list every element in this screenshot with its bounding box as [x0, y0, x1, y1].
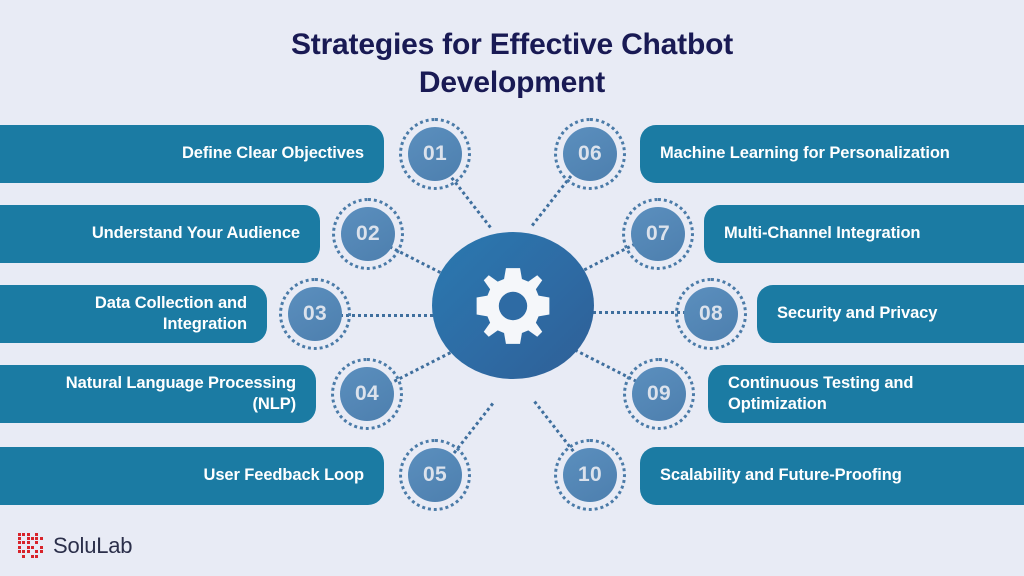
connector-line-03: [315, 314, 440, 317]
list-item: User Feedback Loop: [0, 447, 392, 505]
gear-icon: [470, 263, 556, 349]
list-item: Data Collection and Integration: [0, 285, 275, 343]
left-bar-5-label: User Feedback Loop: [203, 466, 365, 485]
badge-08[interactable]: 08: [684, 287, 738, 341]
right-bar-10[interactable]: Scalability and Future-Proofing: [640, 447, 1024, 505]
right-bar-10-label: Scalability and Future-Proofing: [660, 466, 902, 485]
left-bar-3[interactable]: Data Collection and Integration: [0, 285, 267, 343]
badge-ring-02: [332, 198, 404, 270]
list-item: Continuous Testing and Optimization: [700, 365, 1024, 423]
badge-ring-03: [279, 278, 351, 350]
center-hub: [432, 232, 594, 379]
badge-ring-06: [554, 118, 626, 190]
badge-ring-08: [675, 278, 747, 350]
list-item: Scalability and Future-Proofing: [632, 447, 1024, 505]
list-item: Define Clear Objectives: [0, 125, 392, 183]
badge-ring-07: [622, 198, 694, 270]
badge-03[interactable]: 03: [288, 287, 342, 341]
badge-ring-09: [623, 358, 695, 430]
list-item: Machine Learning for Personalization: [632, 125, 1024, 183]
list-item: Multi-Channel Integration: [696, 205, 1024, 263]
left-bar-5[interactable]: User Feedback Loop: [0, 447, 384, 505]
left-bar-2-label: Understand Your Audience: [91, 224, 300, 243]
list-item: Understand Your Audience: [0, 205, 328, 263]
right-bar-9-label: Continuous Testing and Optimization: [728, 373, 914, 413]
badge-04[interactable]: 04: [340, 367, 394, 421]
right-bar-6[interactable]: Machine Learning for Personalization: [640, 125, 1024, 183]
badge-ring-10: [554, 439, 626, 511]
right-bar-7[interactable]: Multi-Channel Integration: [704, 205, 1024, 263]
right-bar-9[interactable]: Continuous Testing and Optimization: [708, 365, 1024, 423]
list-item: Natural Language Processing (NLP): [0, 365, 324, 423]
left-bar-2[interactable]: Understand Your Audience: [0, 205, 320, 263]
right-bar-8-label: Security and Privacy: [777, 304, 938, 323]
badge-07[interactable]: 07: [631, 207, 685, 261]
solulab-logo-mark-icon: [17, 532, 44, 559]
left-bar-1[interactable]: Define Clear Objectives: [0, 125, 384, 183]
left-bar-4-label: Natural Language Processing (NLP): [65, 373, 296, 413]
brand-logo[interactable]: SoluLab: [17, 532, 133, 559]
brand-name: SoluLab: [53, 532, 133, 558]
right-bar-7-label: Multi-Channel Integration: [724, 224, 921, 243]
badge-09[interactable]: 09: [632, 367, 686, 421]
list-item: Security and Privacy: [749, 285, 1024, 343]
right-bar-8[interactable]: Security and Privacy: [757, 285, 1024, 343]
left-bar-3-label: Data Collection and Integration: [94, 293, 247, 333]
right-bar-6-label: Machine Learning for Personalization: [660, 144, 950, 163]
left-bar-4[interactable]: Natural Language Processing (NLP): [0, 365, 316, 423]
badge-ring-05: [399, 439, 471, 511]
badge-05[interactable]: 05: [408, 448, 462, 502]
page-title: Strategies for Effective Chatbot Develop…: [290, 28, 734, 100]
badge-02[interactable]: 02: [341, 207, 395, 261]
badge-01[interactable]: 01: [408, 127, 462, 181]
left-bar-1-label: Define Clear Objectives: [181, 144, 364, 163]
badge-10[interactable]: 10: [563, 448, 617, 502]
badge-ring-04: [331, 358, 403, 430]
badge-ring-01: [399, 118, 471, 190]
badge-06[interactable]: 06: [563, 127, 617, 181]
